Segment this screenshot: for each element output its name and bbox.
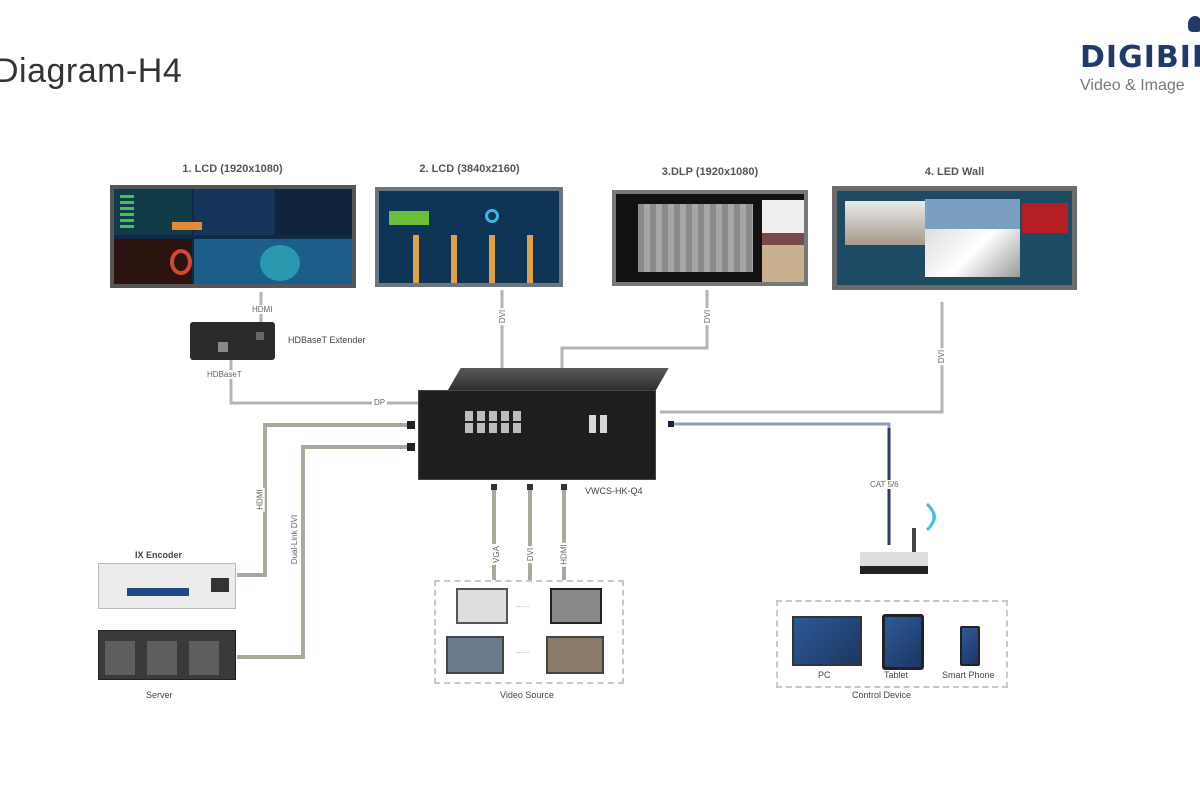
cable-label-dvi-server: Dual-Link DVI	[290, 512, 300, 567]
pc-label: PC	[818, 670, 831, 680]
wifi-icon	[923, 500, 945, 534]
cable-label-hdmi-encoder: HDMI	[255, 487, 265, 512]
cable-display3	[560, 290, 709, 368]
cable-extender-processor	[229, 360, 418, 405]
display-4-led-wall[interactable]	[832, 186, 1077, 290]
ix-encoder[interactable]	[98, 563, 236, 609]
control-device-label: Control Device	[852, 690, 912, 700]
cable-label-display2: DVI	[498, 307, 508, 326]
cable-label-display4: DVI	[937, 347, 947, 366]
laptop-source-1[interactable]	[456, 588, 508, 624]
brand-logo: DIGIBIRD Video & Image	[1080, 16, 1200, 95]
smartphone-label: Smart Phone	[942, 670, 995, 680]
tablet-label: Tablet	[884, 670, 909, 680]
display-1-lcd[interactable]	[110, 185, 356, 288]
cable-label-vga: VGA	[491, 544, 501, 565]
display-2-label: 2. LCD (3840x2160)	[419, 163, 520, 175]
tablet-device[interactable]	[882, 614, 924, 670]
display-1-label: 1. LCD (1920x1080)	[182, 163, 283, 175]
display-3-label: 3.DLP (1920x1080)	[661, 166, 759, 178]
cable-label-hdmi: HDMI	[559, 542, 569, 567]
display-3-dlp[interactable]	[612, 190, 808, 286]
ix-encoder-label: IX Encoder	[135, 550, 183, 560]
processor-label: VWCS-HK-Q4	[585, 486, 643, 496]
hdbaset-extender[interactable]	[190, 322, 275, 360]
extender-label: HDBaseT Extender	[288, 335, 366, 345]
server-label: Server	[146, 690, 173, 700]
cable-label-hdbaset: HDBaseT	[205, 370, 244, 379]
cable-label-display3: DVI	[703, 307, 713, 326]
pc-device[interactable]	[792, 616, 862, 666]
cable-hdmi-encoder	[237, 423, 410, 577]
brand-name: DIGIBIRD	[1080, 40, 1200, 75]
display-4-label: 4. LED Wall	[924, 166, 985, 178]
cable-label-dp: DP	[372, 398, 388, 407]
cable-dvi-server	[237, 445, 410, 659]
video-wall-processor[interactable]	[418, 368, 669, 480]
smartphone-device[interactable]	[960, 626, 980, 666]
cable-label-dvi: DVI	[526, 545, 536, 564]
laptop-source-2[interactable]	[550, 588, 602, 624]
bird-icon	[1188, 16, 1200, 32]
display-2-lcd[interactable]	[375, 187, 563, 287]
brand-tagline: Video & Image	[1080, 77, 1185, 94]
cable-label-cat: CAT 5/6	[868, 480, 901, 489]
cable-label-display1: HDMI	[250, 305, 275, 314]
page-title: Diagram-H4	[0, 52, 183, 90]
cable-display4	[660, 302, 944, 414]
monitor-source-2[interactable]	[546, 636, 604, 674]
control-device-group: PC Tablet Smart Phone	[776, 600, 1008, 688]
server[interactable]	[98, 630, 236, 680]
video-source-label: Video Source	[500, 690, 554, 700]
monitor-source-1[interactable]	[446, 636, 504, 674]
video-source-group: ...... ......	[434, 580, 624, 684]
cable-control-horizontal	[670, 422, 891, 545]
wifi-router[interactable]	[860, 528, 930, 578]
